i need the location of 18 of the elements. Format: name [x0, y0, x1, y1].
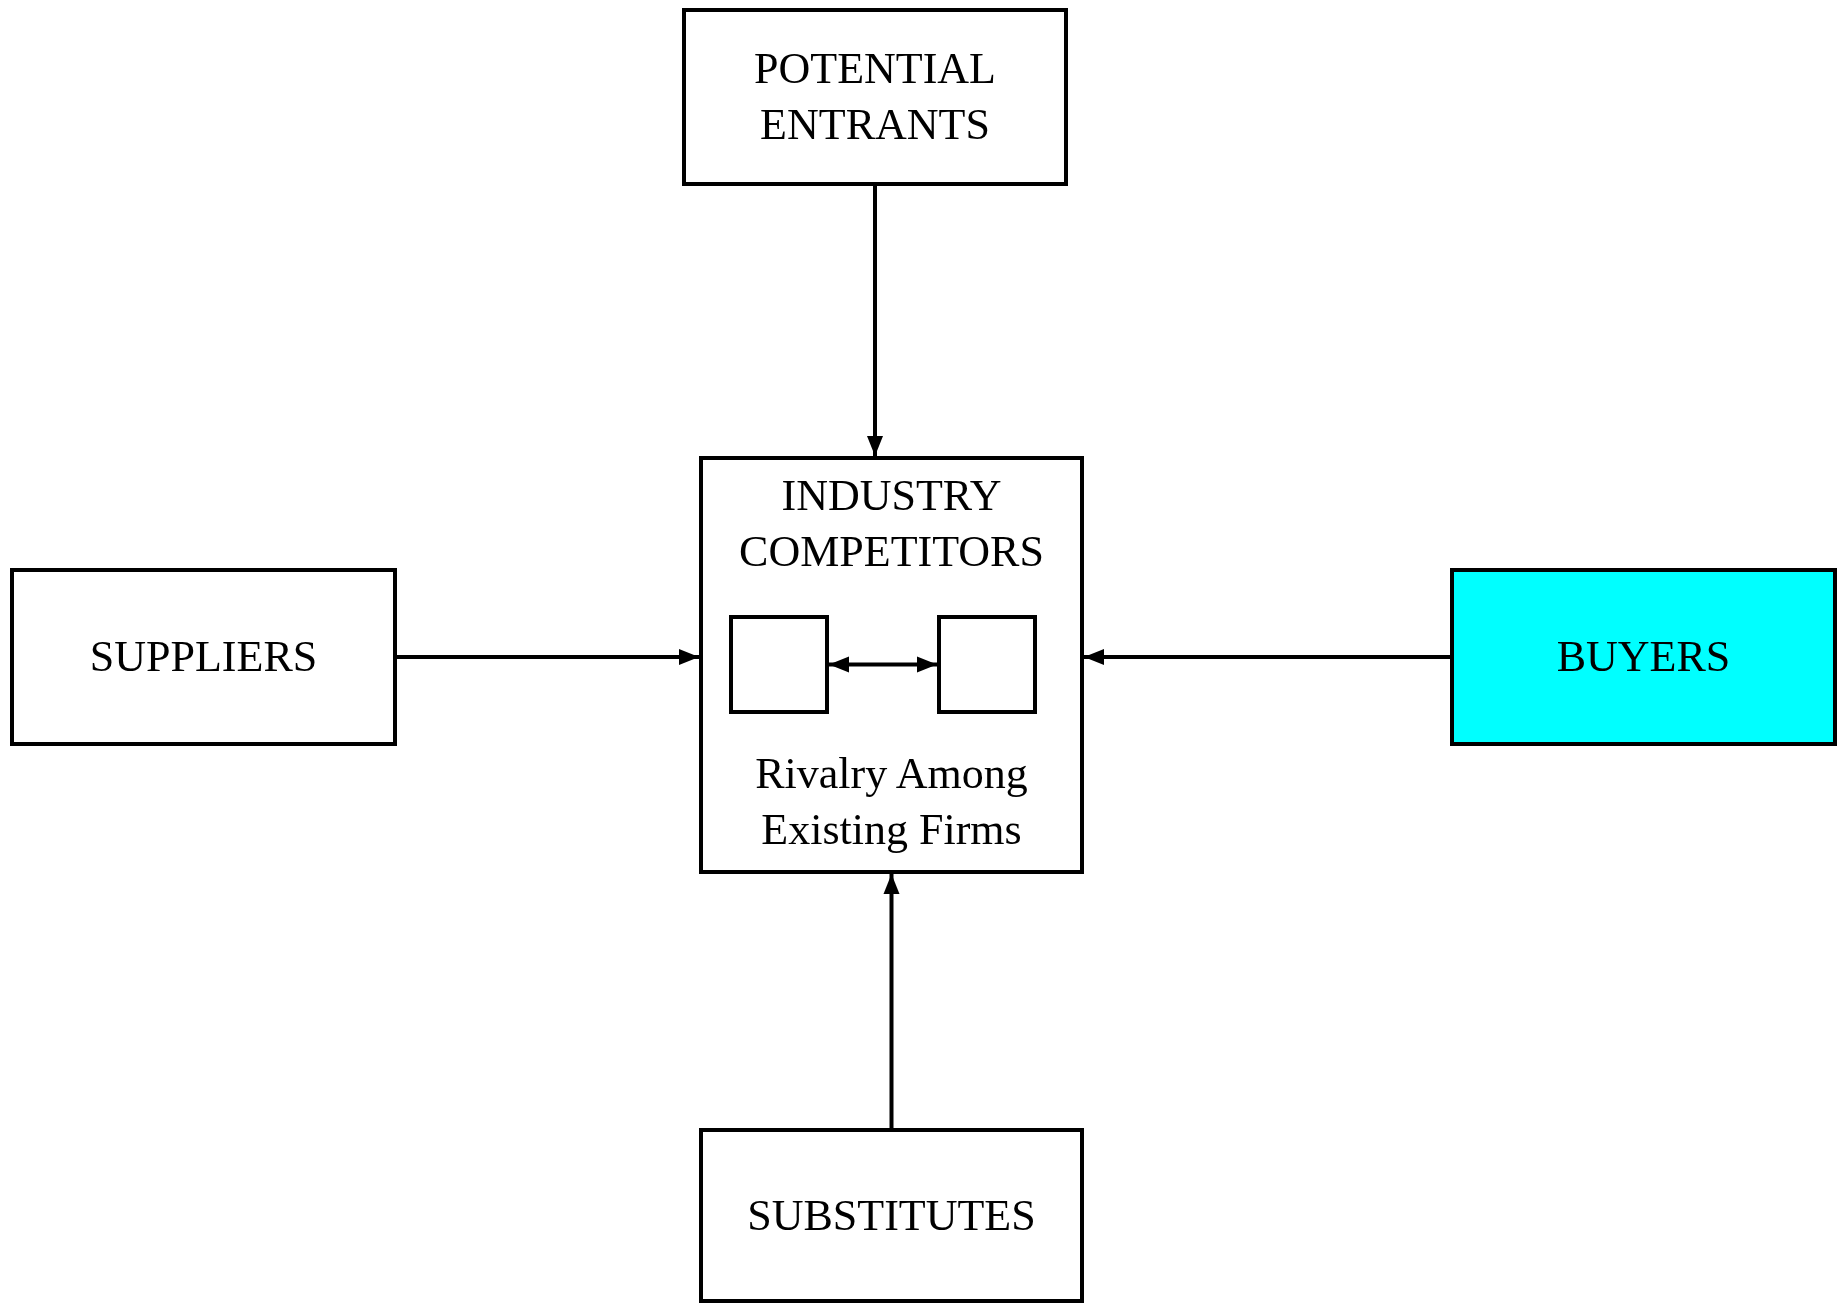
- industry-box: [699, 456, 1084, 874]
- node-heading: INDUSTRY COMPETITORS: [738, 470, 1045, 578]
- arrow: [397, 649, 699, 665]
- arrow: [867, 186, 883, 456]
- node-label: Rivalry Among Existing Firms: [754, 748, 1029, 856]
- arrow: [829, 656, 937, 673]
- firm-box: [729, 615, 829, 714]
- arrow: [1084, 649, 1450, 665]
- force-box: [699, 1128, 1084, 1303]
- node-label: POTENTIAL ENTRANTS: [753, 43, 997, 151]
- force-box: [1450, 568, 1837, 746]
- firm-box: [937, 615, 1037, 714]
- node-label: SUBSTITUTES: [746, 1189, 1037, 1242]
- node-label: BUYERS: [1555, 631, 1732, 683]
- force-box: [10, 568, 397, 746]
- node-label: SUPPLIERS: [88, 631, 319, 683]
- force-box: [682, 8, 1068, 186]
- arrow: [883, 874, 900, 1128]
